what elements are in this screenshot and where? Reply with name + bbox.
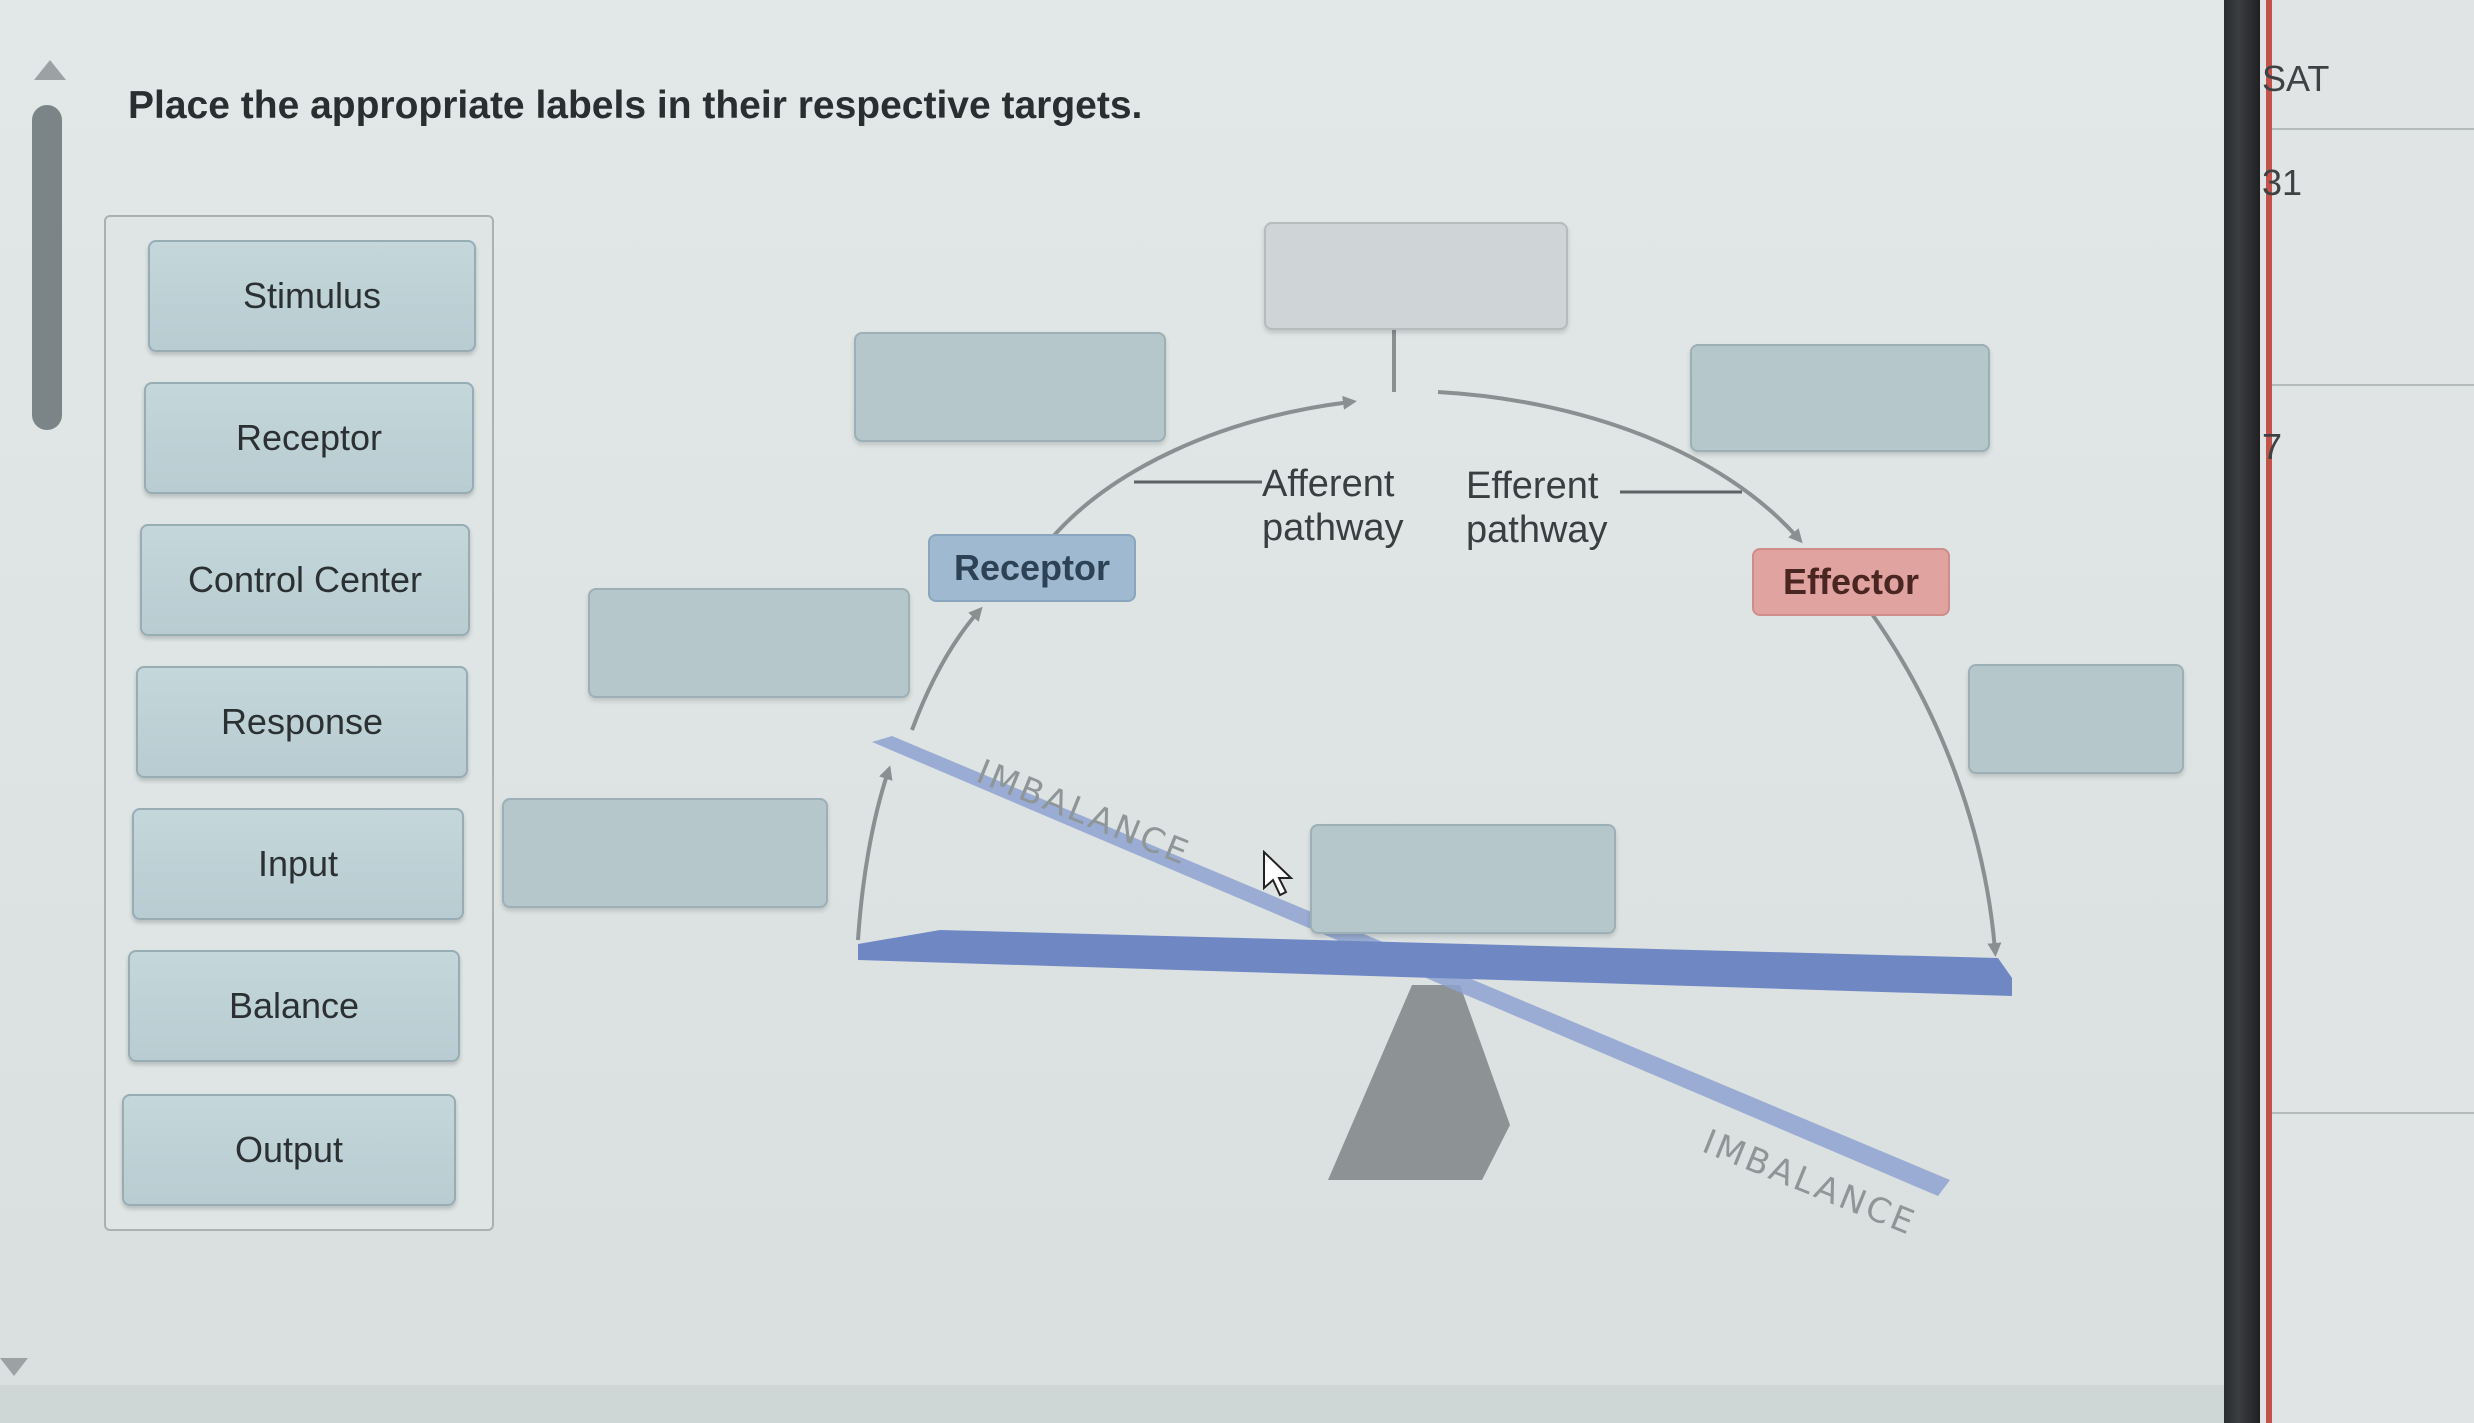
label-response[interactable]: Response [136, 666, 468, 778]
side-divider-3 [2272, 1112, 2474, 1114]
target-input[interactable] [502, 798, 828, 908]
side-divider-2 [2272, 384, 2474, 386]
balance-beam [858, 930, 2012, 996]
target-efferent-top[interactable] [1690, 344, 1990, 452]
target-control-center[interactable] [1264, 222, 1568, 330]
label-balance[interactable]: Balance [128, 950, 460, 1062]
side-text-31: 31 [2262, 162, 2303, 203]
scroll-down-arrow-icon[interactable] [0, 1358, 28, 1376]
homeostasis-diagram [856, 328, 2012, 1196]
scroll-thumb[interactable] [32, 105, 62, 430]
stimulus-arrow [910, 606, 983, 731]
side-text-7: 7 [2262, 426, 2283, 467]
side-panel [2240, 0, 2474, 1423]
target-receptor-side[interactable] [588, 588, 910, 698]
bottom-band [0, 1385, 2240, 1423]
side-divider-1 [2272, 128, 2474, 130]
target-response-side[interactable] [1968, 664, 2184, 774]
fulcrum-shape [1328, 985, 1510, 1180]
efferent-pathway-label: Efferent pathway [1466, 465, 1608, 551]
label-input[interactable]: Input [132, 808, 464, 920]
label-receptor[interactable]: Receptor [144, 382, 474, 494]
vertical-scrollbar[interactable] [0, 0, 70, 1423]
instructions-text: Place the appropriate labels in their re… [128, 84, 1143, 127]
target-afferent-top[interactable] [854, 332, 1166, 442]
input-arrow [856, 765, 893, 941]
side-text-sat: SAT [2262, 58, 2330, 99]
target-balance[interactable] [1310, 824, 1616, 934]
afferent-arrow [1048, 395, 1357, 542]
label-output[interactable]: Output [122, 1094, 456, 1206]
response-arrow [1870, 612, 2002, 957]
label-control-center[interactable]: Control Center [140, 524, 470, 636]
afferent-pathway-label: Afferent pathway [1262, 463, 1404, 549]
window-divider [2224, 0, 2260, 1423]
mouse-cursor-icon [1263, 850, 1294, 897]
diagram-receptor-label: Receptor [928, 534, 1136, 602]
scroll-up-arrow-icon[interactable] [34, 60, 66, 80]
diagram-effector-label: Effector [1752, 548, 1950, 616]
label-stimulus[interactable]: Stimulus [148, 240, 476, 352]
efferent-arrow [1437, 390, 1803, 544]
divider-accent [2266, 0, 2272, 1423]
